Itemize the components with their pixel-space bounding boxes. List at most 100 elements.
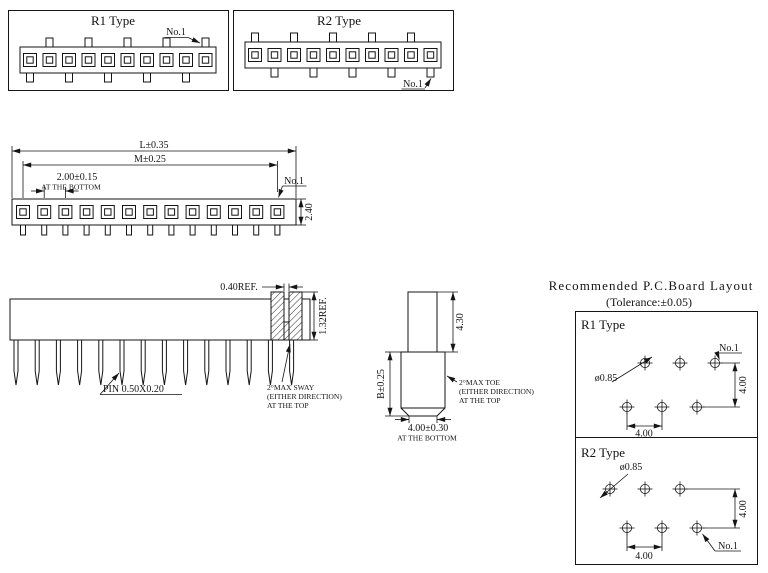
contact	[248, 48, 262, 62]
side-housing	[9, 298, 311, 341]
dim-M-label: M±0.25	[134, 154, 166, 165]
dim-depth-label: 1.32REF.	[318, 297, 329, 335]
pcb-r2-dim-y	[686, 488, 740, 529]
contact	[326, 48, 340, 62]
pcb-title: Recommended P.C.Board Layout	[549, 278, 754, 293]
contact-body	[400, 351, 446, 409]
contact	[42, 53, 57, 67]
pcb-r2: R2 Type ø0.85 No.1 4.00 4.00	[581, 445, 749, 562]
r2-title: R2 Type	[317, 13, 361, 28]
r1-pin1-label: No.1	[166, 27, 186, 38]
pcb-r2-pin1-label: No.1	[718, 541, 738, 552]
toe-note-line2: (EITHER DIRECTION)	[459, 387, 534, 396]
dim-bottom-note: AT THE BOTTOM	[397, 434, 457, 443]
contact	[228, 205, 242, 219]
pcb-r2-hole-dia-label: ø0.85	[620, 462, 643, 473]
side-pins	[13, 339, 295, 386]
r1-contacts	[23, 53, 213, 67]
pcb-r1-title: R1 Type	[581, 317, 625, 332]
contact	[423, 48, 438, 62]
dim-overall-length	[11, 146, 297, 198]
front-pin1-label: No.1	[284, 176, 304, 187]
pcb-r1-dim-x-label: 4.00	[635, 429, 653, 440]
dim-depth	[302, 291, 318, 341]
sway-note-line3: AT THE TOP	[267, 401, 309, 410]
contact	[143, 205, 158, 219]
top-view-r2: R2 Type No.1	[233, 10, 454, 91]
pin	[55, 339, 61, 386]
dim-pitch-note: AT THE BOTTOM	[41, 183, 101, 192]
r1-frame	[8, 10, 229, 91]
contact	[267, 48, 282, 62]
contact	[140, 53, 154, 67]
contact	[79, 205, 94, 219]
contact	[122, 205, 136, 219]
pcb-subtitle: (Tolerance:±0.05)	[606, 295, 692, 309]
contact	[198, 53, 213, 67]
pcb-r2-dim-x-label: 4.00	[635, 551, 653, 562]
hole	[672, 481, 688, 497]
dim-body-height-label: B±0.25	[376, 369, 387, 399]
r2-solder-tails	[251, 32, 435, 78]
toe-note-line3: AT THE TOP	[459, 396, 501, 405]
contact-section-left	[270, 291, 285, 341]
pin	[246, 339, 252, 386]
pin	[13, 339, 19, 386]
contact	[16, 205, 30, 219]
pcb-r1-hole-dia-label: ø0.85	[595, 373, 618, 384]
contact	[206, 205, 221, 219]
contact-post	[407, 291, 438, 353]
pcb-r1-pin1-leader	[714, 350, 742, 360]
toe-leader	[446, 375, 458, 383]
contact	[164, 205, 179, 219]
hole	[689, 520, 705, 536]
contact	[62, 53, 76, 67]
dim-bottom-width	[395, 416, 451, 423]
sway-note-line1: 2°MAX SWAY	[267, 383, 315, 392]
r1-housing	[19, 46, 217, 74]
dim-post-height-label: 4.30	[455, 313, 466, 331]
r2-contacts	[248, 48, 438, 62]
pcb-r1-holes	[619, 355, 723, 415]
dim-slot	[262, 283, 303, 291]
r1-title: R1 Type	[91, 13, 135, 28]
hole	[654, 520, 670, 536]
hole	[654, 399, 670, 415]
contact-section-base	[283, 321, 290, 341]
pcb-r1-dim-y	[703, 362, 740, 408]
pin	[98, 339, 104, 386]
dim-pitch	[31, 187, 79, 198]
contact	[81, 53, 96, 67]
front-pin1-leader	[278, 185, 307, 198]
contact	[185, 205, 200, 219]
hole	[672, 355, 688, 371]
contact	[345, 48, 360, 62]
front-solder-tails	[20, 224, 281, 236]
pin	[161, 339, 167, 386]
contact-foot	[400, 407, 446, 417]
pin	[34, 339, 40, 386]
pin-spec-leader	[99, 372, 182, 395]
pin	[140, 339, 146, 386]
pin	[183, 339, 189, 386]
pin-spec-label: PIN 0.50X0.20	[103, 384, 164, 395]
side-view: 0.40REF. 1.32REF. PIN 0.50X0.20 2°MAX SW…	[9, 282, 342, 410]
dim-height-label: 2.40	[304, 203, 315, 221]
r2-pin1-leader	[401, 78, 432, 90]
toe-note-line1: 2°MAX TOE	[459, 378, 500, 387]
dim-body-height	[385, 351, 409, 417]
pcb-r2-holes	[602, 481, 705, 536]
contact	[159, 53, 174, 67]
r1-solder-tails	[26, 37, 210, 83]
sway-note-line2: (EITHER DIRECTION)	[267, 392, 342, 401]
dim-L-label: L±0.35	[139, 140, 168, 151]
contact	[384, 48, 399, 62]
pcb-r1: R1 Type ø0.85 No.1 4.00 4.00	[581, 317, 749, 440]
pin-detail-view: 4.30 B±0.25 4.00±0.30 AT THE BOTTOM 2°MA…	[376, 291, 534, 443]
pin	[289, 339, 295, 386]
contact	[270, 205, 285, 219]
pcb-r1-pin1-label: No.1	[719, 343, 739, 354]
dim-height	[296, 198, 306, 226]
